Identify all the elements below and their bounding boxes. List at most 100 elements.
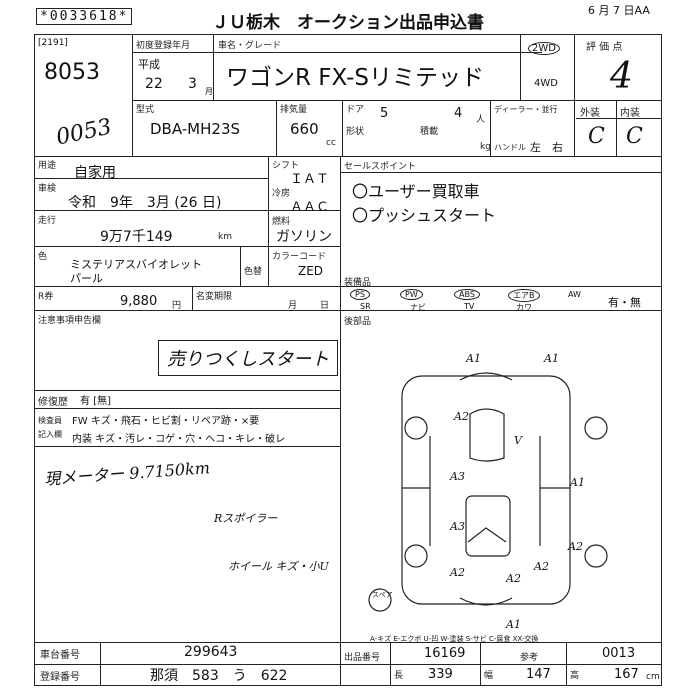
inspector-row1: FW キズ・飛石・ヒビ割・リペア跡・×要: [72, 416, 260, 427]
interior-grade: C: [626, 124, 643, 149]
use-value: 自家用: [74, 165, 116, 181]
inspection-label: 車検: [38, 184, 57, 194]
expiry-label: 名変期限: [196, 292, 233, 302]
mileage-label: 走行: [38, 216, 57, 226]
recycle-unit: 円: [172, 301, 182, 311]
code-label: [2191]: [38, 38, 68, 48]
handle-label: ハンドル: [494, 143, 526, 152]
inspector-label: 検査員記入欄: [38, 416, 62, 439]
recycle-label: R券: [38, 292, 54, 302]
damage-legend: A-キズ E-エクボ U-凹 W-塗装 S-サビ C-腐食 XX-交換: [370, 635, 539, 643]
mark-front-1: A1: [466, 352, 481, 365]
expiry-day: 日: [320, 301, 330, 311]
notes-label: 注意事項申告欄: [38, 316, 102, 326]
sales-point-1: 〇ユーザー買取車: [352, 182, 480, 201]
mark-left-a2b: A2: [450, 566, 465, 579]
score-value: 4: [610, 56, 633, 97]
width-label: 幅: [484, 671, 494, 681]
color-label: 色: [38, 252, 48, 262]
car-name-label: 車名・グレード: [218, 41, 282, 51]
drive-4wd: 4WD: [534, 78, 558, 89]
inspection-value: 令和 9年 3月 (26 日): [68, 195, 222, 211]
fuel-value: ガソリン: [276, 229, 332, 245]
cc-unit: cc: [326, 138, 336, 148]
form-frame: [34, 34, 662, 686]
notes-stamp: 売りつくしスタート: [158, 340, 339, 376]
reg-year: 22: [145, 76, 163, 92]
eq-airbag: エアB: [508, 289, 540, 302]
recycle-value: 9,880: [120, 294, 158, 309]
mark-left-a3: A3: [450, 470, 465, 483]
eq-abs: ABS: [454, 289, 480, 300]
first-reg-label: 初度登録年月: [136, 41, 191, 51]
exterior-grade: C: [588, 124, 605, 149]
car-name: ワゴンR FX-Sリミテッド: [226, 65, 485, 91]
seats-unit: 人: [476, 115, 486, 125]
doors-label: ドア: [346, 105, 365, 115]
handle-right: 右: [552, 141, 563, 154]
eq-sr: SR: [360, 302, 371, 311]
mark-right-a2: A2: [568, 540, 583, 553]
color-code-value: ZED: [298, 264, 324, 278]
handle-left: 左: [530, 141, 541, 154]
seats-value: 4: [454, 106, 463, 121]
inspector-row2: 内装 キズ・汚レ・コゲ・穴・ヘコ・キレ・破レ: [72, 434, 286, 445]
fuel-label: 燃料: [272, 217, 291, 227]
height-label: 高: [570, 671, 580, 681]
chassis-label: 車台番号: [40, 650, 80, 661]
eq-leather: カワ: [516, 303, 532, 312]
form-title: ＪＵ栃木 オークション出品申込書: [212, 13, 484, 33]
era: 平成: [138, 58, 160, 71]
auction-no-value: 16169: [424, 646, 466, 661]
mark-front-2: A1: [544, 352, 559, 365]
capacity-label: 積載: [420, 127, 439, 137]
score-label: 評 価 点: [586, 42, 623, 53]
eq-yes-no: 有・無: [608, 296, 641, 309]
shift-label: シフト: [272, 161, 300, 171]
eq-ps: PS: [350, 289, 370, 300]
shape-label: 形状: [346, 127, 365, 137]
lot-number: 8053: [44, 60, 100, 85]
spare-label: スペア: [372, 591, 393, 599]
height-value: 167: [614, 667, 639, 682]
ref-label: 参考: [520, 653, 539, 663]
spoiler-note: Rスポイラー: [214, 512, 278, 525]
dealer-label: ディーラー・並行: [494, 105, 558, 114]
cc-label: 排気量: [280, 105, 308, 115]
plate-value: 那須 583 う 622: [150, 668, 288, 684]
after-parts-label: 後部品: [344, 317, 372, 327]
mileage-unit: km: [218, 232, 232, 242]
equipment-label: 装備品: [344, 278, 372, 288]
mark-rear-a2: A2: [506, 572, 521, 585]
color-change-label: 色替: [244, 267, 263, 277]
mileage-value: 9万7千149: [100, 229, 173, 245]
reg-month: 3: [188, 76, 197, 92]
sales-point-2: 〇プッシュスタート: [352, 206, 497, 225]
model-code: DBA-MH23S: [150, 120, 241, 138]
mark-left-a3b: A3: [450, 520, 465, 533]
color-line1: ミステリアスバイオレット: [70, 258, 202, 271]
ac-label: 冷房: [272, 189, 291, 199]
chassis-value: 299643: [184, 644, 238, 660]
model-label: 型式: [136, 105, 155, 115]
color-code-label: カラーコード: [272, 252, 327, 262]
mark-roof: V: [514, 434, 522, 447]
expiry-month: 月: [288, 301, 298, 311]
reg-month-unit: 月: [205, 87, 213, 96]
eq-navi: ナビ: [410, 303, 426, 312]
sales-points-label: セールスポイント: [344, 162, 417, 172]
drive-2wd: 2WD: [528, 42, 560, 55]
length-value: 339: [428, 667, 453, 682]
repair-value: 有 [無]: [80, 396, 111, 407]
repair-label: 修復歴: [38, 397, 68, 408]
use-label: 用途: [38, 161, 57, 171]
form-date: 6 月 7 日AA: [588, 4, 650, 17]
mark-left-a2: A2: [454, 410, 469, 423]
car-damage-diagram: [368, 372, 608, 612]
mark-rear-a2b: A2: [534, 560, 549, 573]
plate-label: 登録番号: [40, 672, 80, 683]
mark-right-a1: A1: [570, 476, 585, 489]
ac-value: ＡＡＣ: [290, 200, 330, 215]
wheel-note: ホイール キズ・小U: [228, 560, 329, 573]
eq-tv: TV: [464, 302, 475, 311]
